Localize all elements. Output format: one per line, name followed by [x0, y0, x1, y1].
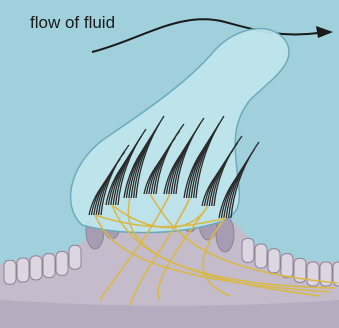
epithelial-cell [307, 262, 319, 286]
epithelial-cell [43, 254, 55, 278]
epithelial-cell [281, 254, 293, 278]
epithelial-cell [56, 251, 68, 275]
epithelial-cell [268, 249, 280, 273]
flow-label: flow of fluid [30, 13, 115, 32]
epithelial-cell [69, 245, 81, 269]
epithelial-cell [255, 244, 267, 268]
epithelial-cell [30, 256, 42, 280]
epithelial-cell [4, 260, 16, 284]
epithelial-cell [242, 238, 254, 262]
epithelial-cell [17, 258, 29, 282]
